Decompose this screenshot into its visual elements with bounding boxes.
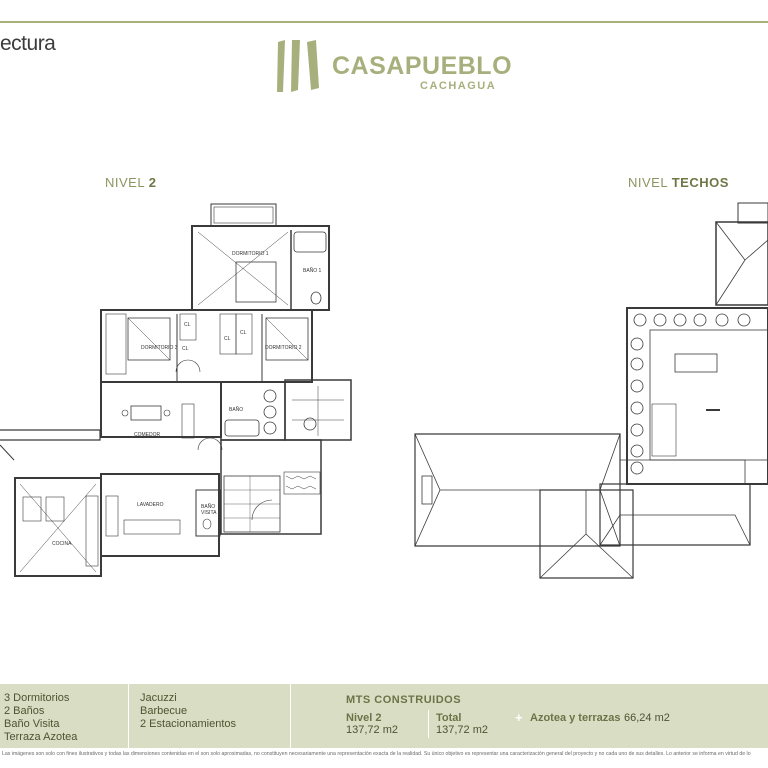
features-list-a: 3 Dormitorios 2 Baños Baño Visita Terraz…	[4, 692, 77, 744]
label-cl-2: CL	[182, 346, 189, 352]
feature-item: Jacuzzi	[140, 692, 177, 704]
mts-construidos-title: MTS CONSTRUIDOS	[346, 694, 462, 706]
legal-disclaimer: Las imágenes son solo con fines ilustrat…	[2, 751, 751, 757]
label-comedor: COMEDOR	[134, 432, 161, 438]
level-techos-title: NIVEL TECHOS	[628, 175, 729, 190]
label-dormitorio-1: DORMITORIO 1	[232, 251, 269, 257]
label-bano-visita-2: VISITA	[201, 510, 217, 516]
label-dormitorio-2: DORMITORIO 2	[265, 345, 302, 351]
label-lavadero: LAVADERO	[137, 502, 164, 508]
label-bano-visita-1: BAÑO	[201, 503, 215, 510]
feature-item: 2 Baños	[4, 705, 45, 717]
label-bano: BAÑO	[229, 406, 243, 413]
plus-icon: +	[515, 710, 523, 725]
azotea-value: 66,24 m2	[624, 712, 670, 724]
level-2-title: NIVEL 2	[105, 175, 157, 190]
footer-summary: 3 Dormitorios 2 Baños Baño Visita Terraz…	[0, 684, 768, 748]
section-title: ectura	[0, 32, 56, 55]
label-cl-4: CL	[240, 330, 247, 336]
azotea-label: Azotea y terrazas	[530, 712, 621, 724]
brand-logo-mark	[277, 40, 319, 92]
label-bano-1: BAÑO 1	[303, 267, 322, 274]
floor-plans: DORMITORIO 1 BAÑO 1 DORMITORIO 3 DORMITO…	[0, 202, 768, 579]
total-area: Total 137,72 m2	[436, 712, 488, 736]
brand-location: CACHAGUA	[420, 80, 497, 92]
feature-item: Terraza Azotea	[4, 731, 78, 743]
label-cocina: COCINA	[52, 541, 72, 547]
feature-item: 3 Dormitorios	[4, 692, 70, 704]
footer-divider	[290, 684, 291, 748]
label-cl-1: CL	[184, 322, 191, 328]
feature-item: 2 Estacionamientos	[140, 718, 236, 730]
brand-name: CASAPUEBLO	[332, 52, 513, 80]
footer-divider	[428, 710, 429, 738]
nivel-2-plan	[0, 203, 352, 577]
label-dormitorio-3: DORMITORIO 3	[141, 345, 178, 351]
top-divider	[0, 21, 768, 23]
footer-divider	[128, 684, 129, 748]
feature-item: Barbecue	[140, 705, 188, 717]
feature-item: Baño Visita	[4, 718, 60, 730]
label-cl-3: CL	[224, 336, 231, 342]
nivel-2-area: Nivel 2 137,72 m2	[346, 712, 398, 736]
techos-plan	[414, 202, 768, 579]
features-list-b: Jacuzzi Barbecue 2 Estacionamientos	[140, 692, 236, 731]
